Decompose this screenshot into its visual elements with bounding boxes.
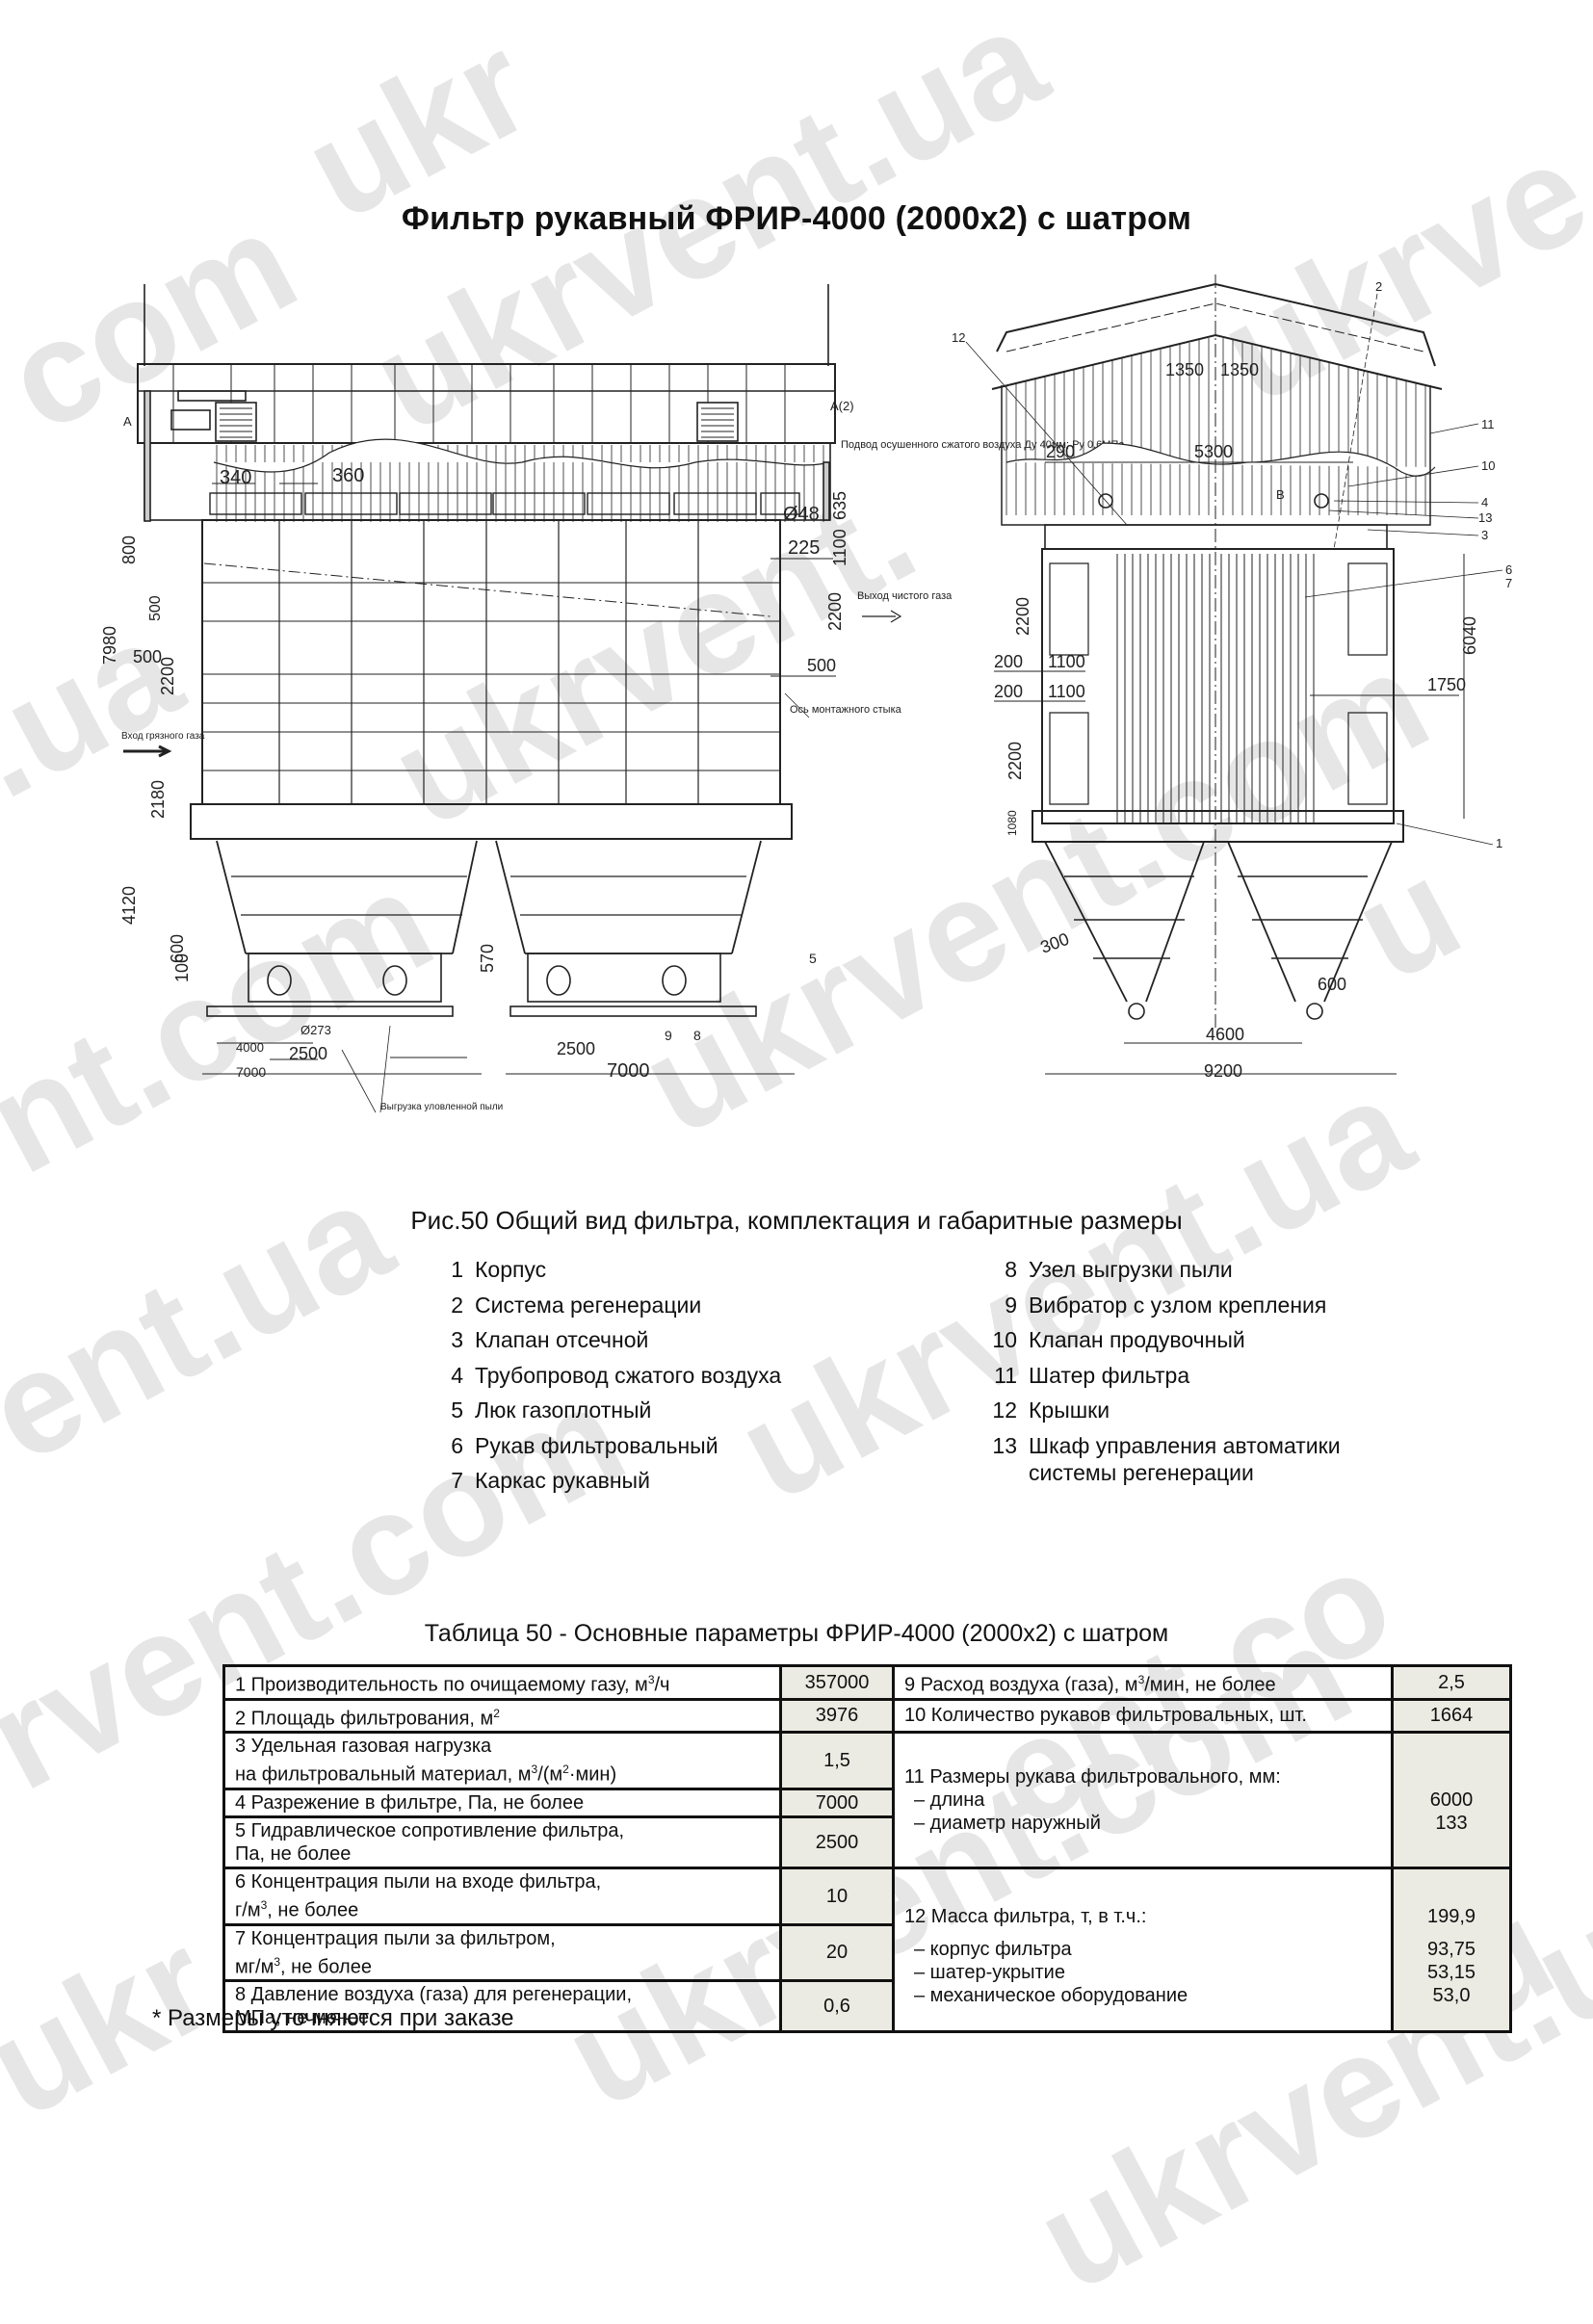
- section-a-label: А: [123, 414, 132, 429]
- callout-6: 6: [1505, 562, 1512, 577]
- dust-unload-label: Выгрузка уловленной пыли: [380, 1102, 503, 1112]
- right-view: 1350 1350 290 5300 2200 200 1100 200 110…: [952, 274, 1512, 1081]
- callout-9: 9: [665, 1028, 672, 1043]
- dim-label: 2200: [158, 657, 177, 695]
- dim-label: 635: [830, 491, 849, 520]
- table-row: 2 Площадь фильтрования, м2 3976 10 Колич…: [222, 1697, 1512, 1735]
- dim-label: 570: [478, 944, 497, 973]
- dim-label: 6040: [1460, 616, 1479, 655]
- dim-label: 7980: [100, 626, 119, 665]
- parameters-table: 1 Производительность по очищаемому газу,…: [222, 1664, 1512, 2034]
- watermark: ent.ua: [0, 1150, 414, 1494]
- callout-2: 2: [1375, 279, 1382, 294]
- assembly-axis-label: Ось монтажного стыка: [790, 704, 902, 716]
- dim-label: 100: [172, 953, 192, 982]
- air-supply-label: Подвод осушенного сжатого воздуха Ду 40м…: [841, 439, 1125, 451]
- dim-label: 1750: [1427, 675, 1466, 694]
- figure-caption: Рис.50 Общий вид фильтра, комплектация и…: [410, 1206, 1183, 1235]
- dim-label: 4600: [1206, 1025, 1244, 1044]
- dim-label: 4000: [236, 1040, 264, 1055]
- dim-label: Ø48: [783, 504, 820, 525]
- callout-8: 8: [693, 1028, 701, 1043]
- legend-item: системы регенерации: [1029, 1459, 1254, 1485]
- footnote: * Размеры уточняются при заказе: [152, 2005, 514, 2031]
- clean-gas-out-label: Выход чистого газа: [857, 590, 953, 602]
- dim-label: 2200: [1005, 742, 1025, 780]
- table-row: 5 Гидравлическое сопротивление фильтра,П…: [222, 1815, 1511, 1869]
- dim-label: 5300: [1194, 442, 1233, 461]
- callout-4: 4: [1481, 495, 1488, 509]
- dim-label: 4120: [119, 886, 139, 925]
- dim-label: 1350: [1165, 360, 1204, 379]
- dim-label: 600: [168, 934, 187, 963]
- dim-label: 600: [1318, 975, 1346, 994]
- dim-label: 2200: [1013, 597, 1032, 636]
- dim-label: 500: [133, 647, 162, 666]
- dim-label: 300: [1038, 929, 1072, 957]
- dim-label: 500: [807, 656, 836, 675]
- dim-label: 500: [147, 595, 164, 621]
- dim-label: 7000: [607, 1060, 650, 1082]
- callout-13: 13: [1478, 510, 1492, 525]
- left-view: 340 360 Ø48 635 800 1100 225 Подвод осуш…: [100, 284, 1125, 1113]
- callout-b: В: [1276, 487, 1285, 502]
- dim-label: 1100: [1048, 652, 1085, 671]
- callout-11: 11: [1481, 417, 1495, 431]
- dim-label: 360: [332, 465, 364, 486]
- callout-7: 7: [1505, 576, 1512, 590]
- table-row: 7 Концентрация пыли за фильтром,мг/м3, н…: [222, 1922, 1511, 1983]
- table-row: 6 Концентрация пыли на входе фильтра,г/м…: [222, 1866, 1512, 2034]
- dim-label: 9200: [1204, 1061, 1242, 1081]
- dirty-gas-in-label: Вход грязного газа: [121, 731, 205, 742]
- dim-label: 1080: [1005, 810, 1019, 836]
- callout-3: 3: [1481, 528, 1488, 542]
- dim-label: Ø273: [300, 1023, 331, 1037]
- callout-10: 10: [1481, 458, 1495, 473]
- dim-label: 1350: [1220, 360, 1259, 379]
- technical-drawing: 340 360 Ø48 635 800 1100 225 Подвод осуш…: [100, 274, 1512, 1113]
- table-row: 1 Производительность по очищаемому газу,…: [222, 1664, 1512, 1701]
- callout-12: 12: [952, 330, 965, 345]
- page-title: Фильтр рукавный ФРИР-4000 (2000х2) с шат…: [401, 200, 1192, 237]
- dim-label: 800: [119, 535, 139, 564]
- dim-label: 2500: [557, 1039, 595, 1058]
- dim-label: 225: [788, 537, 820, 559]
- callout-1: 1: [1496, 836, 1502, 850]
- dim-label: 340: [220, 467, 251, 488]
- table-title: Таблица 50 - Основные параметры ФРИР-400…: [424, 1620, 1169, 1647]
- dim-label: 1100: [1048, 682, 1085, 701]
- dim-label: 1100: [830, 529, 849, 566]
- table-row: 8 Давление воздуха (газа) для регенераци…: [222, 1979, 1511, 2034]
- dim-label: 2200: [825, 592, 845, 631]
- dim-label: 2180: [148, 780, 168, 819]
- table-row: 4 Разрежение в фильтре, Па, не более 700…: [222, 1787, 1511, 1818]
- dim-label: 7000: [236, 1064, 266, 1080]
- dim-label: 290: [1046, 442, 1075, 461]
- callout-5: 5: [809, 951, 817, 966]
- section-a2-label: А(2): [830, 399, 854, 413]
- dim-label: 2500: [289, 1044, 327, 1063]
- dim-label: 200: [994, 682, 1023, 701]
- dim-label: 200: [994, 652, 1023, 671]
